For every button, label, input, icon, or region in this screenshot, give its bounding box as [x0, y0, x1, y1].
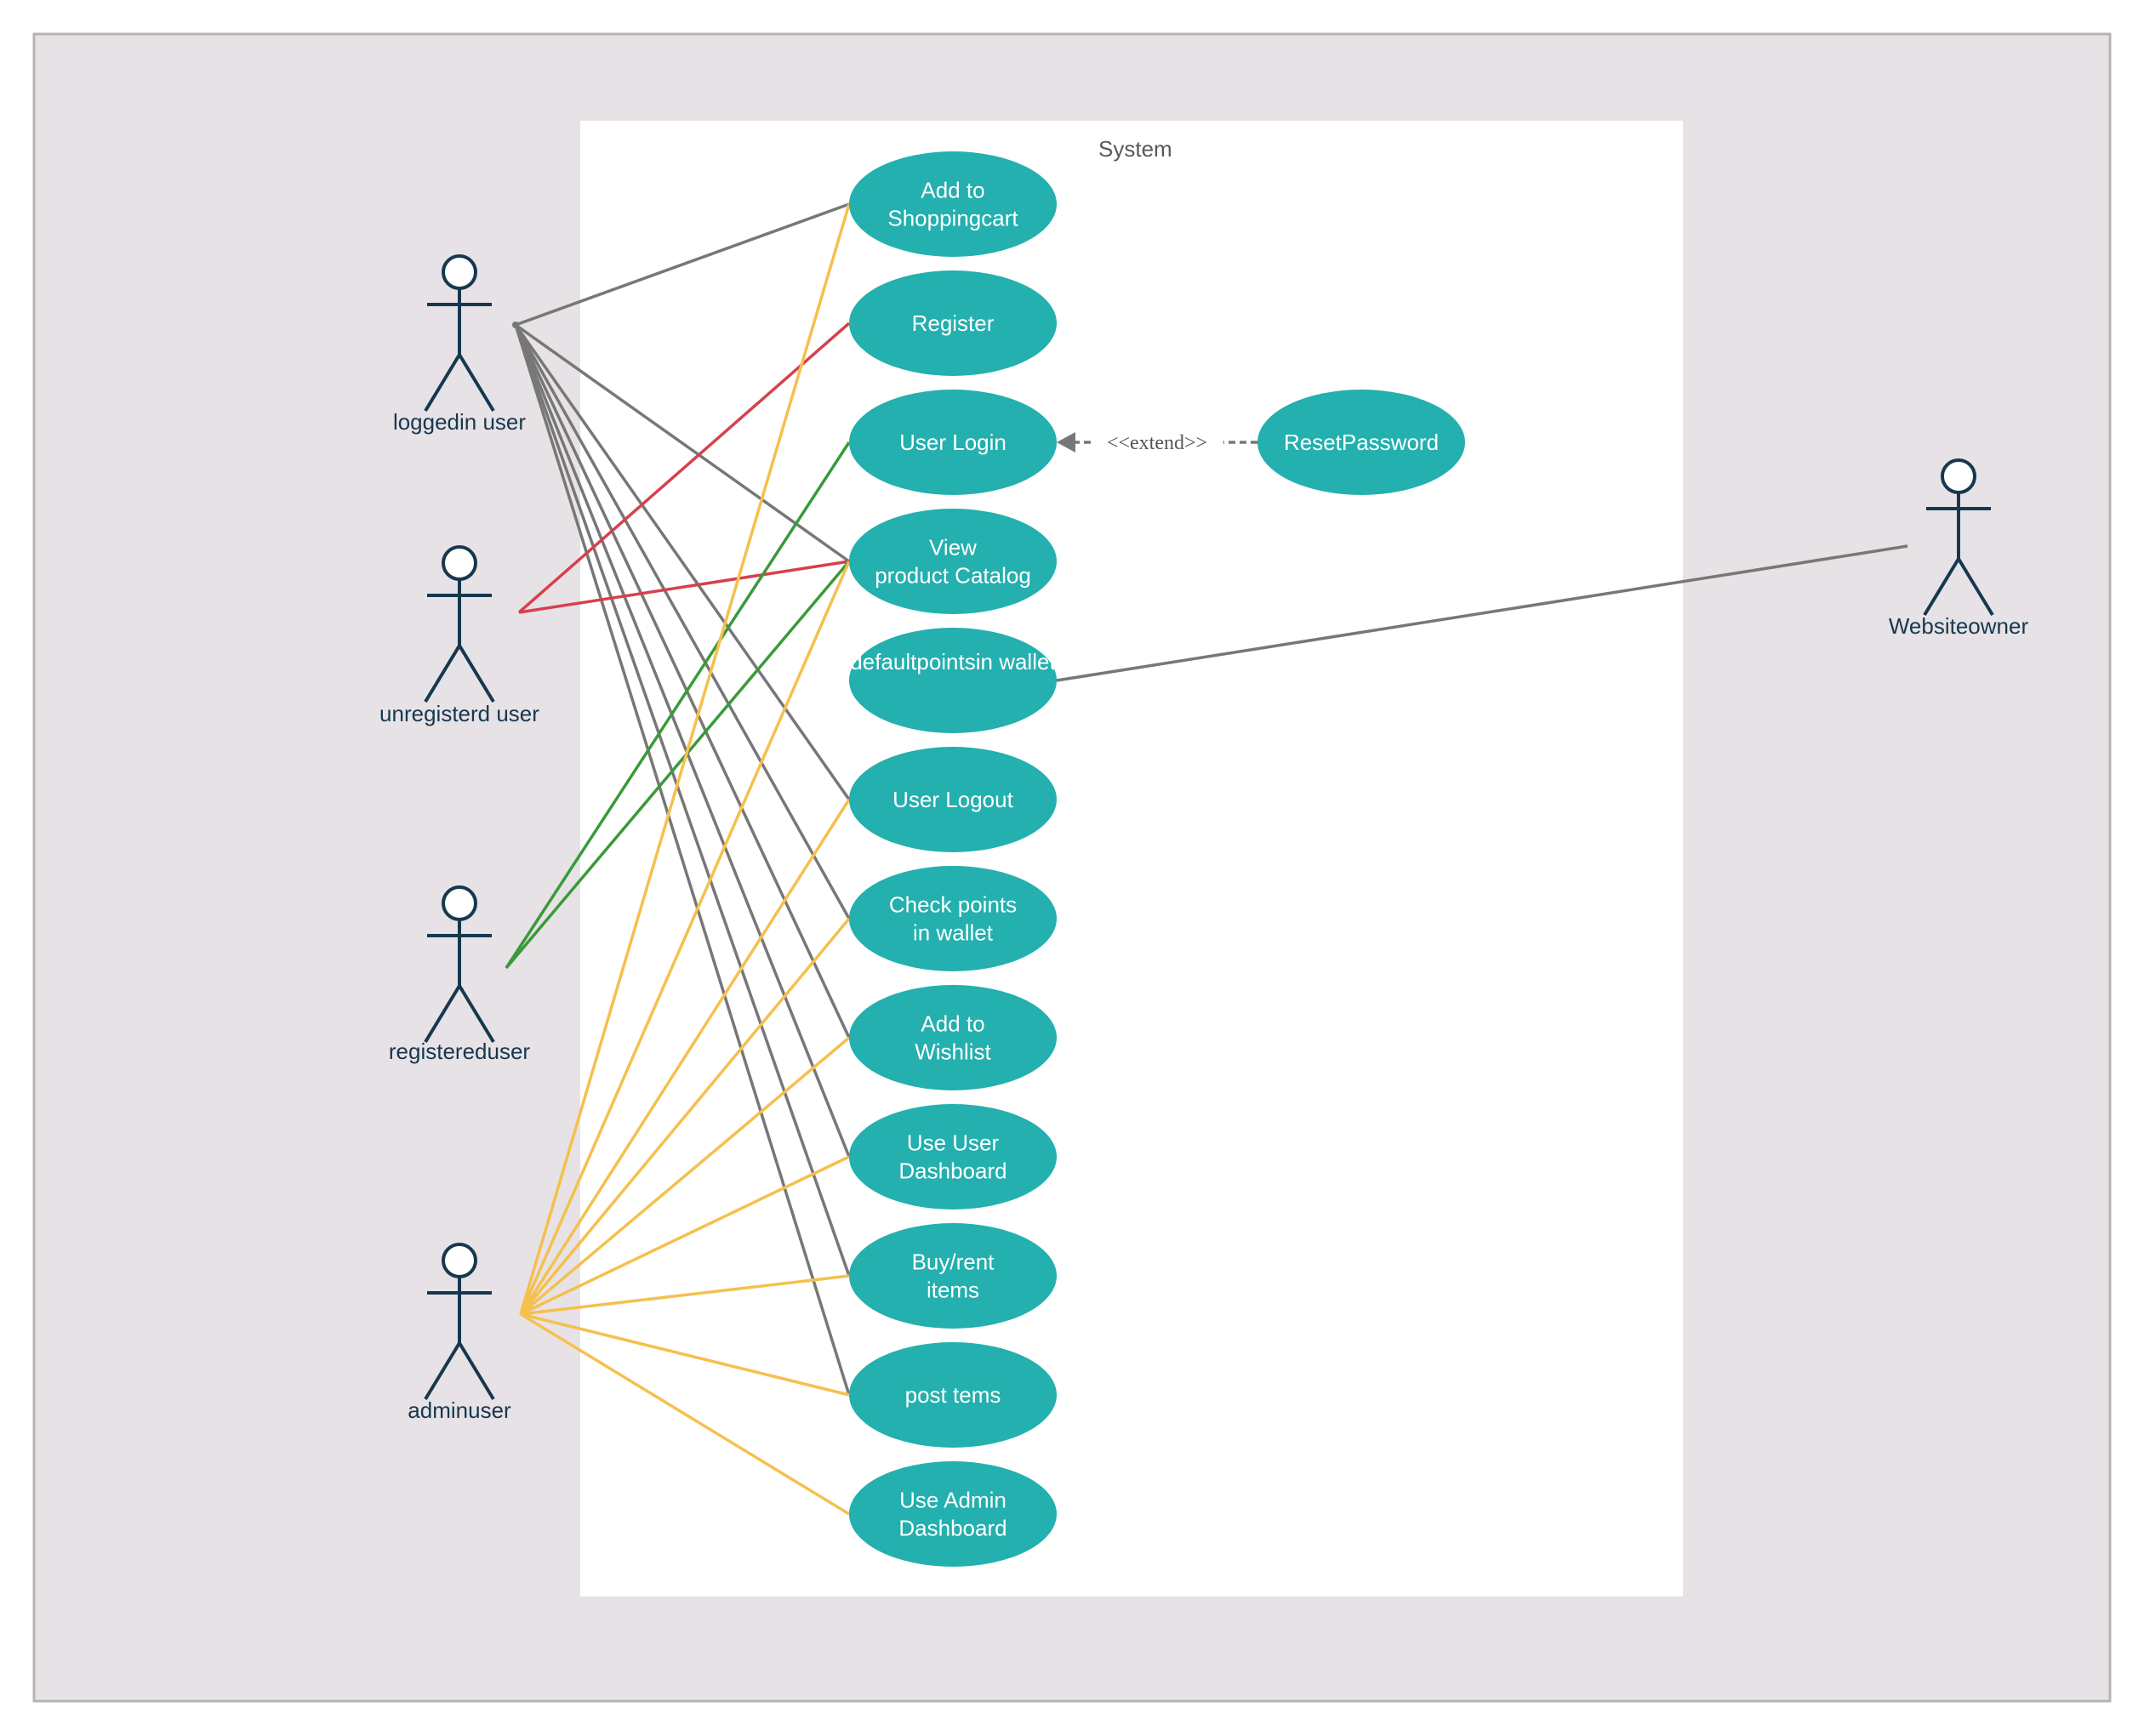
association-junction-dot	[512, 322, 519, 328]
use-case-ellipse	[849, 1342, 1057, 1448]
association-line-loggedin-uc_wishlist	[514, 324, 851, 1039]
use-case-ellipse	[849, 747, 1057, 852]
actor-loggedin[interactable]: loggedin user	[393, 254, 526, 435]
use-case-label: Use Admin	[899, 1488, 1006, 1513]
association-line-registered-uc_catalog	[505, 560, 851, 970]
use-case-default-points[interactable]: defaultpointsin wallet	[849, 628, 1057, 733]
use-case-ellipse	[849, 151, 1057, 257]
use-case-ellipse	[849, 1461, 1057, 1567]
extend-relationship: <<extend>>	[1057, 432, 1257, 454]
association-line-admin-uc_buy	[520, 1274, 850, 1316]
association-line-loggedin-uc_buy	[514, 324, 851, 1277]
actor-head	[442, 254, 477, 290]
use-case-label: Buy/rent	[912, 1249, 995, 1275]
actor-body	[424, 579, 495, 703]
use-case-ellipse	[849, 628, 1057, 733]
actor-label: loggedin user	[393, 409, 526, 435]
use-case-ellipse	[849, 985, 1057, 1090]
use-case-label: Dashboard	[898, 1516, 1006, 1541]
actor-label: unregisterd user	[379, 701, 539, 726]
association-line-admin-uc_wishlist	[519, 1036, 851, 1316]
actor-body	[424, 919, 495, 1044]
actor-head	[442, 545, 477, 581]
association-line-admin-uc_admin_dash	[520, 1312, 850, 1516]
actors: loggedin user unregisterd user registeredu…	[379, 254, 2029, 1423]
association-line-loggedin-uc_logout	[514, 323, 851, 801]
system-title: System	[1098, 136, 1172, 162]
use-case-label: defaultpointsin wallet	[850, 649, 1056, 674]
use-case-label: Add to	[921, 178, 984, 203]
actor-head	[442, 885, 477, 921]
actor-registered[interactable]: registereduser	[389, 885, 531, 1064]
use-case-cart[interactable]: Add to Shoppingcart	[849, 151, 1057, 257]
use-case-ellipse	[849, 1223, 1057, 1329]
use-case-label: Add to	[921, 1011, 984, 1037]
actor-label: Websiteowner	[1889, 613, 2029, 639]
association-line-loggedin-uc_cart	[515, 202, 850, 327]
use-case-ellipse	[849, 866, 1057, 971]
use-case-label: Dashboard	[898, 1158, 1006, 1184]
extend-arrowhead	[1057, 432, 1075, 452]
use-case-ellipse	[849, 390, 1057, 495]
use-case-label: User Logout	[892, 787, 1013, 812]
use-case-label: Register	[912, 310, 995, 336]
association-line-loggedin-uc_catalog	[514, 323, 851, 563]
association-line-owner-uc_default_points	[1056, 544, 1908, 682]
use-case-ellipse	[849, 270, 1057, 376]
use-case-login[interactable]: User Login	[849, 390, 1057, 495]
use-case-register[interactable]: Register	[849, 270, 1057, 376]
use-case-label: product Catalog	[875, 563, 1031, 589]
system-boundary	[580, 121, 1683, 1597]
actor-admin[interactable]: adminuser	[408, 1243, 511, 1423]
extend-label: <<extend>>	[1107, 432, 1207, 454]
association-line-unregistered-uc_catalog	[518, 560, 850, 614]
association-line-admin-uc_user_dash	[520, 1155, 850, 1316]
use-case-ellipse	[849, 1104, 1057, 1210]
association-line-admin-uc_catalog	[519, 561, 851, 1315]
association-line-loggedin-uc_user_dash	[514, 324, 851, 1158]
use-case-post[interactable]: post tems	[849, 1342, 1057, 1448]
association-line-admin-uc_post	[520, 1312, 850, 1397]
actor-unregistered[interactable]: unregisterd user	[379, 545, 539, 726]
actor-body	[424, 288, 495, 413]
association-line-registered-uc_login	[505, 441, 851, 969]
actor-owner[interactable]: Websiteowner	[1889, 458, 2029, 639]
association-line-admin-uc_check_points	[519, 917, 851, 1316]
use-case-label: Wishlist	[915, 1039, 991, 1065]
use-case-label: ResetPassword	[1284, 430, 1439, 455]
association-lines	[505, 202, 1908, 1516]
association-line-unregistered-uc_register	[517, 322, 851, 614]
actor-body	[424, 1277, 495, 1401]
use-case-ellipse	[849, 509, 1057, 614]
use-case-label: post tems	[905, 1382, 1001, 1408]
association-line-admin-uc_logout	[519, 799, 851, 1315]
use-case-logout[interactable]: User Logout	[849, 747, 1057, 852]
actor-body	[1923, 492, 1994, 617]
use-case-ellipse	[1257, 390, 1465, 495]
use-case-label: Check points	[889, 892, 1017, 918]
association-line-admin-uc_cart	[519, 203, 851, 1315]
actor-label: adminuser	[408, 1397, 511, 1423]
use-case-buy[interactable]: Buy/rent items	[849, 1223, 1057, 1329]
association-line-loggedin-uc_check_points	[514, 324, 851, 919]
use-case-label: User Login	[899, 430, 1006, 455]
actor-head	[442, 1243, 477, 1278]
use-case-label: in wallet	[913, 920, 994, 946]
use-case-label: Use User	[907, 1130, 1000, 1156]
association-line-loggedin-uc_post	[514, 324, 851, 1396]
use-case-label: items	[927, 1278, 979, 1303]
use-case-check-points[interactable]: Check pointsin wallet	[849, 866, 1057, 971]
use-case-label: View	[929, 535, 977, 561]
use-case-label: Shoppingcart	[887, 206, 1018, 231]
use-case-reset[interactable]: ResetPassword	[1257, 390, 1465, 495]
actor-label: registereduser	[389, 1039, 531, 1064]
actor-head	[1941, 458, 1976, 494]
